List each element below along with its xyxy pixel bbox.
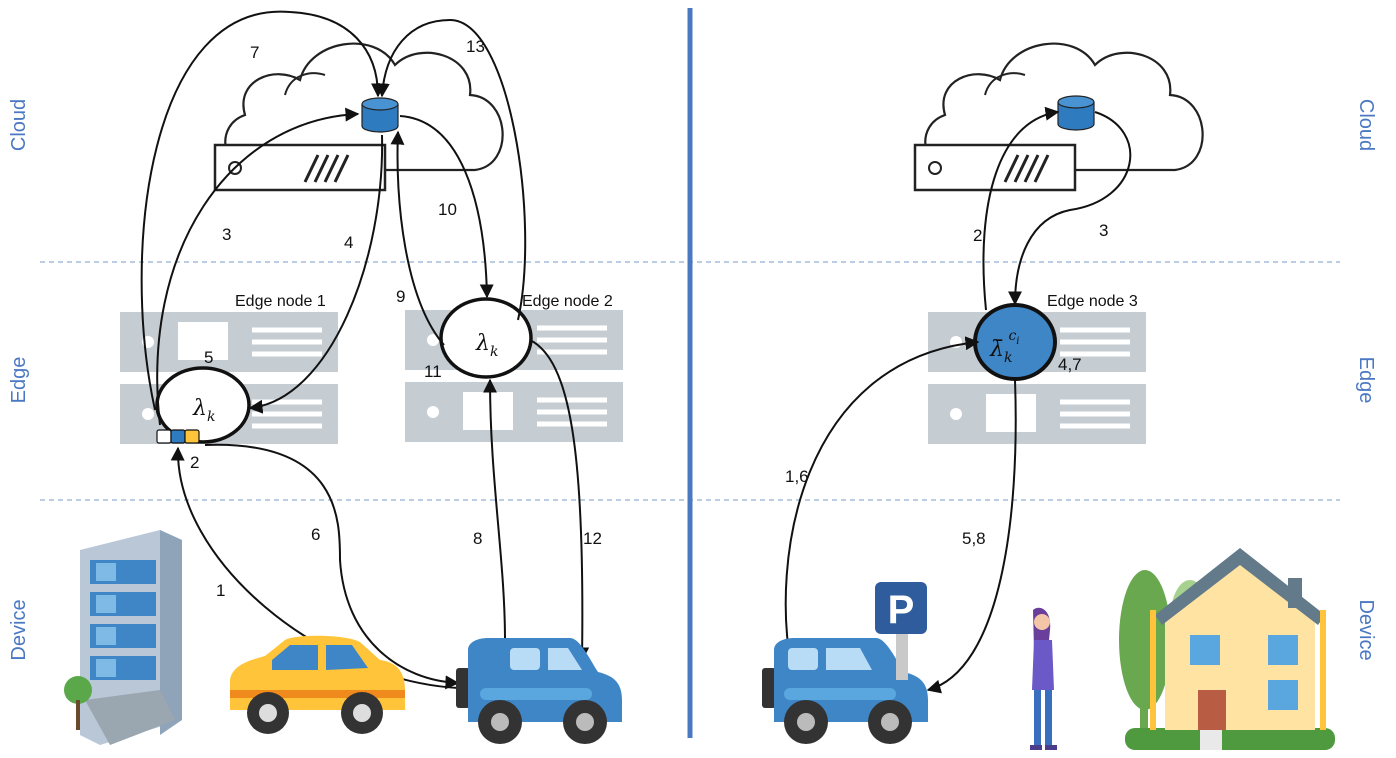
step-label-8: 8 bbox=[473, 529, 482, 548]
lambda-node-3: λ̄kci bbox=[973, 303, 1057, 381]
layer-label-device-left: Device bbox=[8, 599, 30, 660]
step-label-13: 13 bbox=[466, 37, 485, 56]
house-icon bbox=[1119, 548, 1335, 750]
right-step-label-5-8: 5,8 bbox=[962, 529, 986, 548]
step-label-6: 6 bbox=[311, 525, 320, 544]
layer-label-edge-right: Edge bbox=[1355, 357, 1377, 404]
building-icon bbox=[64, 530, 182, 745]
car-icon-left bbox=[456, 638, 622, 744]
car-icon-right bbox=[762, 638, 928, 744]
layer-label-edge-left: Edge bbox=[8, 357, 30, 404]
step-label-11: 11 bbox=[424, 362, 442, 381]
layer-label-cloud-right: Cloud bbox=[1355, 99, 1377, 151]
lambda-symbol: λ bbox=[475, 331, 490, 356]
edge-node-1-label: Edge node 1 bbox=[235, 293, 326, 310]
svg-text:λk: λk bbox=[192, 396, 215, 425]
lambda-subscript: k bbox=[490, 344, 498, 360]
step-label-10: 10 bbox=[438, 200, 457, 219]
step-label-7: 7 bbox=[250, 43, 259, 62]
edge-node-2-label: Edge node 2 bbox=[522, 293, 613, 310]
arrow-step-7 bbox=[140, 10, 385, 411]
lambda-node-2: λk bbox=[439, 297, 533, 379]
arrow-step-13 bbox=[375, 18, 527, 321]
queue-icon bbox=[156, 429, 200, 444]
arrow-step-8 bbox=[483, 378, 506, 641]
edge-node-3-label: Edge node 3 bbox=[1047, 293, 1138, 310]
pedestrian-icon bbox=[1030, 607, 1057, 750]
arrow-step-3 bbox=[156, 107, 360, 426]
right-step-label-3: 3 bbox=[1099, 221, 1108, 240]
step-label-12: 12 bbox=[583, 529, 602, 548]
arrow-step-12 bbox=[529, 339, 590, 662]
step-label-3: 3 bbox=[222, 225, 231, 244]
lambda-superscript: c bbox=[1008, 328, 1016, 344]
arrow-right-step-1-6 bbox=[784, 336, 980, 671]
lambda-superscript-sub: i bbox=[1016, 336, 1019, 347]
arrow-right-step-5-8 bbox=[926, 379, 1017, 694]
lambda-node-1: λk bbox=[155, 366, 251, 444]
parking-sign-icon: P bbox=[875, 582, 927, 680]
database-icon-left bbox=[361, 97, 399, 133]
arrow-step-4 bbox=[248, 134, 384, 414]
layer-label-device-right: Device bbox=[1355, 599, 1377, 660]
step-label-2: 2 bbox=[190, 453, 199, 472]
step-label-1: 1 bbox=[216, 581, 225, 600]
arrow-step-6 bbox=[339, 559, 460, 690]
step-label-5: 5 bbox=[204, 348, 213, 367]
cloud-icon-right bbox=[913, 42, 1204, 192]
right-step-label-1-6: 1,6 bbox=[785, 467, 809, 486]
lambda-symbol: λ bbox=[192, 396, 207, 421]
right-step-label-2: 2 bbox=[973, 226, 982, 245]
step-label-4: 4 bbox=[344, 233, 353, 252]
svg-text:λk: λk bbox=[475, 331, 498, 360]
taxi-icon bbox=[230, 635, 405, 734]
arrow-right-step-2 bbox=[982, 106, 1060, 311]
arrow-right-step-3 bbox=[1008, 111, 1132, 306]
arrow-step-10 bbox=[399, 115, 494, 299]
lambda-subscript: k bbox=[207, 409, 215, 425]
cloud-icon-left bbox=[213, 42, 504, 192]
lambda-subscript: k bbox=[1004, 350, 1012, 366]
step-label-9: 9 bbox=[396, 287, 405, 306]
lambda-bar-symbol: λ̄ bbox=[989, 337, 1004, 362]
arrow-step-9 bbox=[390, 130, 445, 346]
right-step-label-4-7: 4,7 bbox=[1058, 355, 1082, 374]
parking-sign-letter: P bbox=[888, 588, 915, 632]
database-icon-right bbox=[1057, 95, 1095, 131]
svg-text:λ̄kci: λ̄kci bbox=[989, 328, 1019, 366]
layer-label-cloud-left: Cloud bbox=[8, 99, 30, 151]
line-step-6 bbox=[204, 443, 341, 561]
